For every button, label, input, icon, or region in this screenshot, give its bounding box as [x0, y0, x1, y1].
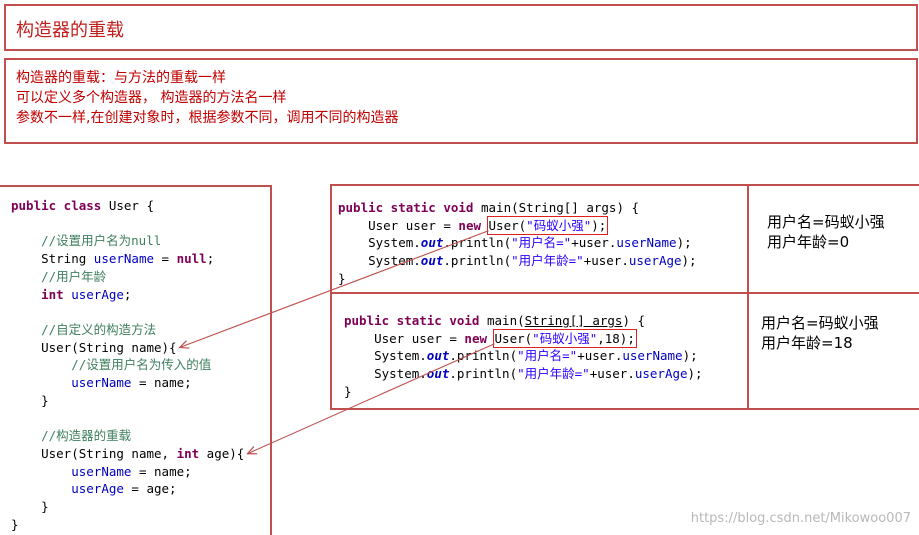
output-1: 用户名=码蚁小强 用户年龄=0 — [767, 212, 885, 252]
code-field: userName — [71, 375, 132, 391]
code-string: "用户名=" — [511, 235, 572, 251]
code-text: String — [41, 251, 94, 267]
code-field: userAge — [634, 366, 688, 382]
code-field: userName — [622, 348, 683, 364]
code-field: userAge — [628, 253, 682, 269]
code-text: System. — [368, 235, 421, 251]
code-keyword: public static void — [338, 200, 474, 215]
output-line: 用户名=码蚁小强 — [767, 213, 885, 231]
constructor-2: User(String name, int age){ — [41, 446, 244, 461]
constructor-1: User(String name){ — [41, 339, 177, 355]
code-text: } — [338, 270, 346, 286]
description-line: 构造器的重载：与方法的重载一样 — [16, 70, 226, 86]
code-text: User user = — [368, 217, 459, 233]
main-method-1-box: public static void main(String[] args) {… — [330, 184, 749, 294]
code-text: ); — [591, 217, 607, 233]
description-line: 参数不一样,在创建对象时，根据参数不同，调用不同的构造器 — [16, 110, 399, 126]
code-text: = age; — [123, 481, 177, 497]
main-method-1-code: public static void main(String[] args) {… — [338, 199, 697, 288]
code-text: main( — [479, 313, 525, 328]
description-box: 构造器的重载：与方法的重载一样 可以定义多个构造器， 构造器的方法名一样 参数不… — [4, 58, 918, 144]
code-text: .println( — [443, 235, 512, 251]
output-1-box: 用户名=码蚁小强 用户年龄=0 — [747, 184, 919, 294]
code-keyword: public class — [11, 198, 102, 213]
code-keyword: int — [176, 445, 200, 461]
code-field: userName — [71, 463, 132, 479]
page-title: 构造器的重载 — [16, 20, 124, 41]
code-keyword: new — [458, 217, 481, 233]
code-string: "码蚁小强" — [526, 217, 592, 233]
code-field: userAge — [71, 286, 124, 302]
code-static-field: out — [426, 348, 450, 364]
code-string: "用户年龄=" — [517, 366, 590, 382]
code-comment: //自定义的构造方法 — [41, 321, 157, 337]
main-method-2-code: public static void main(String[] args) {… — [344, 312, 703, 401]
code-string: "码蚁小强" — [532, 330, 598, 346]
code-keyword: new — [464, 330, 487, 346]
code-static-field: out — [420, 235, 444, 251]
code-text: = name; — [131, 463, 192, 479]
code-text: .println( — [449, 366, 518, 382]
code-text: ); — [682, 348, 698, 364]
output-line: 用户名=码蚁小强 — [761, 314, 879, 332]
code-text: User user = — [374, 330, 465, 346]
code-text: = name; — [131, 375, 192, 391]
code-text: User( — [494, 330, 533, 346]
code-string: "用户年龄=" — [511, 253, 584, 269]
code-keyword: null — [176, 251, 207, 267]
watermark: https://blog.csdn.net/Mikowoo007 — [690, 511, 911, 526]
code-text: +user. — [571, 235, 617, 251]
code-text: User { — [101, 198, 154, 213]
code-text: ; — [206, 251, 215, 267]
code-text: +user. — [589, 366, 635, 382]
code-static-field: out — [420, 253, 444, 269]
code-comment: //设置用户名为传入的值 — [71, 357, 212, 373]
code-text: } — [344, 383, 352, 399]
code-text: main(String[] args) { — [473, 200, 640, 215]
constructor-call-highlight: User("码蚁小强",18); — [492, 328, 637, 348]
code-text: ; — [123, 286, 132, 302]
code-text: age){ — [199, 445, 245, 461]
code-field: userAge — [71, 481, 124, 497]
code-text: ); — [681, 253, 697, 269]
code-comment: //设置用户名为null — [41, 233, 162, 249]
code-text: User(String name, — [41, 445, 177, 461]
code-keyword: public static void — [344, 313, 480, 328]
output-2-box: 用户名=码蚁小强 用户年龄=18 — [747, 292, 919, 410]
code-field: userName — [616, 235, 677, 251]
code-text: } — [41, 392, 49, 408]
code-text: } — [11, 516, 19, 532]
code-comment: //用户年龄 — [41, 268, 107, 284]
output-line: 用户年龄=18 — [761, 334, 853, 352]
class-code-box: public class User { //设置用户名为null String … — [0, 185, 272, 535]
code-text: ) { — [622, 313, 646, 328]
code-text: System. — [374, 366, 427, 382]
code-field: userName — [93, 251, 155, 267]
code-text: .println( — [443, 253, 512, 269]
title-box: 构造器的重载 — [4, 4, 918, 51]
code-text: System. — [374, 348, 427, 364]
code-comment: //构造器的重载 — [41, 428, 132, 444]
code-text: ); — [676, 235, 692, 251]
code-text: .println( — [449, 348, 518, 364]
code-text: +user. — [583, 253, 629, 269]
code-text: System. — [368, 253, 421, 269]
code-text: = — [154, 251, 177, 267]
code-text: User( — [488, 217, 527, 233]
code-text: ); — [687, 366, 703, 382]
output-line: 用户年龄=0 — [767, 233, 850, 251]
code-string: "用户名=" — [517, 348, 578, 364]
code-text: String[] args — [524, 313, 623, 328]
code-text: } — [41, 498, 49, 514]
class-code: public class User { //设置用户名为null String … — [11, 197, 244, 533]
description-line: 可以定义多个构造器， 构造器的方法名一样 — [16, 90, 287, 106]
output-2: 用户名=码蚁小强 用户年龄=18 — [761, 313, 879, 353]
main-method-2-box: public static void main(String[] args) {… — [330, 292, 749, 410]
constructor-call-highlight: User("码蚁小强"); — [486, 215, 609, 235]
code-static-field: out — [426, 366, 450, 382]
code-keyword: int — [41, 286, 64, 302]
code-text: ,18); — [597, 330, 635, 346]
code-text: +user. — [577, 348, 623, 364]
